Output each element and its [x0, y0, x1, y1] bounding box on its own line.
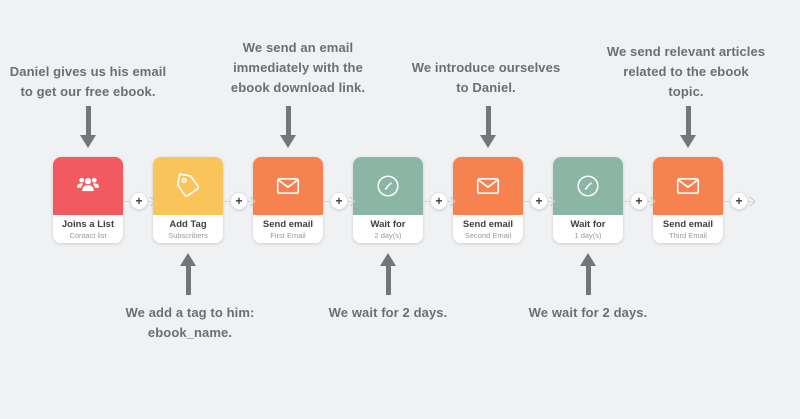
step-label-area: Send email Second Email	[453, 215, 523, 243]
add-step-button[interactable]: +	[730, 192, 748, 210]
workflow-step-card[interactable]: Add Tag Subscribers	[153, 157, 223, 243]
step-icon-area	[53, 157, 123, 215]
mail-icon	[674, 172, 702, 200]
step-label-area: Joins a List Contact list	[53, 215, 123, 243]
annotation-first-email: We send an email immediately with the eb…	[230, 40, 366, 95]
step-subtitle: Contact list	[69, 230, 107, 240]
step-subtitle: Third Email	[669, 230, 707, 240]
arrow-up-icon	[180, 253, 196, 295]
step-icon-area	[153, 157, 223, 215]
step-title: Add Tag	[169, 218, 207, 230]
step-icon-area	[353, 157, 423, 215]
clock-icon	[574, 172, 602, 200]
step-title: Send email	[662, 218, 714, 230]
arrow-down-icon	[280, 106, 296, 148]
annotation-relevant-articles: We send relevant articles related to the…	[606, 44, 766, 99]
step-title: Send email	[262, 218, 314, 230]
workflow-step-card[interactable]: Send email Third Email	[653, 157, 723, 243]
connector: +	[323, 192, 356, 210]
arrow-down-icon	[480, 106, 496, 148]
step-subtitle: 2 day(s)	[374, 230, 402, 240]
connector: +	[523, 192, 556, 210]
connector: +	[623, 192, 656, 210]
step-subtitle: 1 day(s)	[574, 230, 602, 240]
step-label-area: Wait for 1 day(s)	[553, 215, 623, 243]
connector: +	[423, 192, 456, 210]
step-label-area: Wait for 2 day(s)	[353, 215, 423, 243]
arrow-up-icon	[580, 253, 596, 295]
workflow-step-card[interactable]: Send email Second Email	[453, 157, 523, 243]
add-step-button[interactable]: +	[230, 192, 248, 210]
add-step-button[interactable]: +	[630, 192, 648, 210]
step-title: Joins a List	[61, 218, 115, 230]
step-subtitle: First Email	[270, 230, 306, 240]
connector: +	[223, 192, 256, 210]
arrow-down-icon	[680, 106, 696, 148]
add-step-button[interactable]: +	[130, 192, 148, 210]
users-icon	[74, 172, 102, 200]
annotation-wait-1: We wait for 2 days.	[328, 305, 448, 320]
annotation-add-tag: We add a tag to him: ebook_name.	[125, 305, 255, 340]
annotation-introduce: We introduce ourselves to Daniel.	[411, 60, 561, 95]
step-label-area: Send email First Email	[253, 215, 323, 243]
annotation-joins-list: Daniel gives us his email to get our fre…	[9, 64, 167, 99]
step-icon-area	[453, 157, 523, 215]
step-icon-area	[653, 157, 723, 215]
add-step-button[interactable]: +	[330, 192, 348, 210]
connector: +	[723, 192, 756, 210]
workflow-step-card[interactable]: Joins a List Contact list	[53, 157, 123, 243]
tag-icon	[174, 172, 202, 200]
step-title: Wait for	[570, 218, 606, 230]
mail-icon	[274, 172, 302, 200]
step-subtitle: Subscribers	[168, 230, 208, 240]
step-title: Wait for	[370, 218, 406, 230]
arrow-up-icon	[380, 253, 396, 295]
add-step-button[interactable]: +	[530, 192, 548, 210]
step-subtitle: Second Email	[464, 230, 512, 240]
annotation-wait-2: We wait for 2 days.	[528, 305, 648, 320]
workflow-step-card[interactable]: Wait for 2 day(s)	[353, 157, 423, 243]
workflow-step-card[interactable]: Wait for 1 day(s)	[553, 157, 623, 243]
connector: +	[123, 192, 156, 210]
clock-icon	[374, 172, 402, 200]
add-step-button[interactable]: +	[430, 192, 448, 210]
step-label-area: Send email Third Email	[653, 215, 723, 243]
arrow-down-icon	[80, 106, 96, 148]
step-label-area: Add Tag Subscribers	[153, 215, 223, 243]
mail-icon	[474, 172, 502, 200]
step-title: Send email	[462, 218, 514, 230]
step-icon-area	[553, 157, 623, 215]
step-icon-area	[253, 157, 323, 215]
workflow-step-card[interactable]: Send email First Email	[253, 157, 323, 243]
